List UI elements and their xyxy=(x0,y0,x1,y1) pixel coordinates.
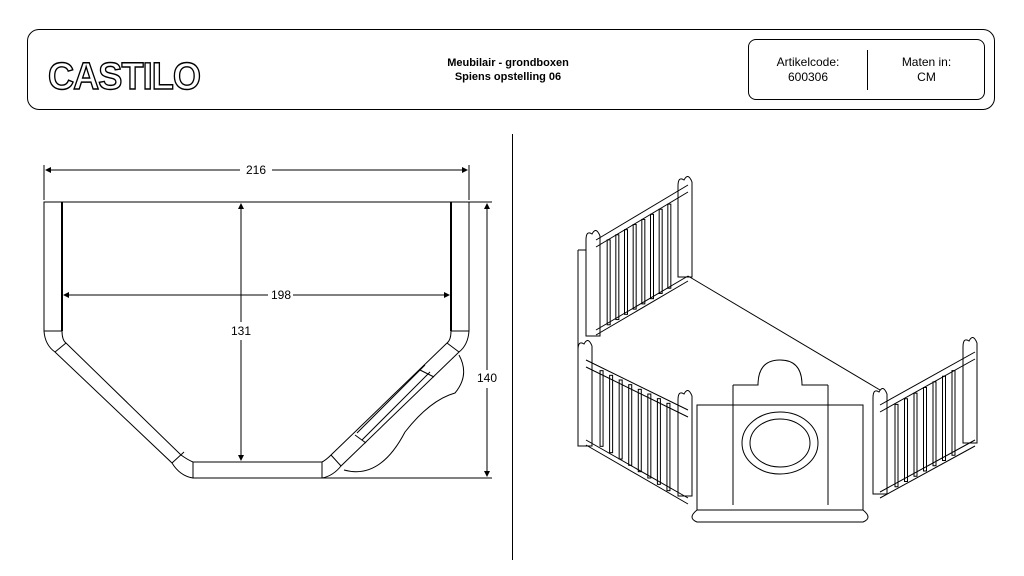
info-box: Artikelcode: 600306 Maten in: CM xyxy=(748,39,985,100)
isometric-view xyxy=(577,176,978,523)
article-code-label: Artikelcode: xyxy=(776,55,840,69)
fence-bar xyxy=(618,379,623,460)
dim-inner-width: 198 xyxy=(271,288,291,302)
units-label: Maten in: xyxy=(901,55,952,69)
fence-bar xyxy=(942,375,946,461)
fence-bar xyxy=(606,239,611,326)
right-panel xyxy=(450,201,470,332)
fence-bar xyxy=(647,393,652,479)
subject-line-2: Spiens opstelling 06 xyxy=(454,71,562,83)
dim-inner-depth: 131 xyxy=(231,324,251,338)
fence-bar xyxy=(932,381,937,467)
front-left-fence xyxy=(577,340,693,505)
fence-bar xyxy=(609,374,614,454)
top-view xyxy=(43,165,492,479)
subject-line-1: Meubilair - grondboxen xyxy=(447,57,569,69)
dim-total-depth: 140 xyxy=(477,371,497,385)
drawing-subject: Meubilair - grondboxen Spiens opstelling… xyxy=(408,56,608,84)
fence-bar xyxy=(667,203,672,289)
fence-bar xyxy=(599,370,604,447)
bottom-panel xyxy=(192,461,323,479)
info-separator xyxy=(867,50,868,90)
view-divider xyxy=(512,134,513,560)
article-code-value: 600306 xyxy=(787,70,829,84)
fence-bar xyxy=(923,387,927,472)
right-diagonal-outer xyxy=(321,330,470,479)
article-code-cell: Artikelcode: 600306 xyxy=(749,55,867,85)
fence-bar xyxy=(951,370,956,456)
floor-back-edge xyxy=(687,275,881,391)
door-swing-outline xyxy=(343,354,465,473)
castilo-logo: CASTILO xyxy=(47,55,201,95)
fence-bar xyxy=(650,213,654,300)
entrance-panel xyxy=(691,359,869,523)
fence-bar xyxy=(656,398,661,485)
left-diagonal-inner xyxy=(61,330,194,463)
right-diagonal-inner xyxy=(321,330,452,463)
fence-bar xyxy=(632,224,637,310)
fence-bar xyxy=(904,398,908,482)
fence-bar xyxy=(615,234,620,321)
units-cell: Maten in: CM xyxy=(869,55,984,85)
dim-total-width: 216 xyxy=(246,163,266,177)
fence-bar xyxy=(641,218,646,305)
fence-bar xyxy=(628,384,633,466)
fence-bar xyxy=(666,402,671,492)
title-block: CASTILO Meubilair - grondboxen Spiens op… xyxy=(27,29,995,110)
fence-bar xyxy=(894,403,899,488)
left-panel xyxy=(43,201,63,332)
fence-bar xyxy=(624,229,628,315)
back-left-fence xyxy=(577,176,693,350)
fence-bar xyxy=(913,392,918,477)
left-diagonal-outer xyxy=(43,330,194,479)
fence-bar xyxy=(658,208,663,294)
fence-bars xyxy=(599,203,956,492)
front-right-fence xyxy=(872,337,978,499)
fence-bar xyxy=(637,388,642,473)
brand-logo-text: CASTILO xyxy=(48,56,200,95)
units-value: CM xyxy=(917,70,936,84)
